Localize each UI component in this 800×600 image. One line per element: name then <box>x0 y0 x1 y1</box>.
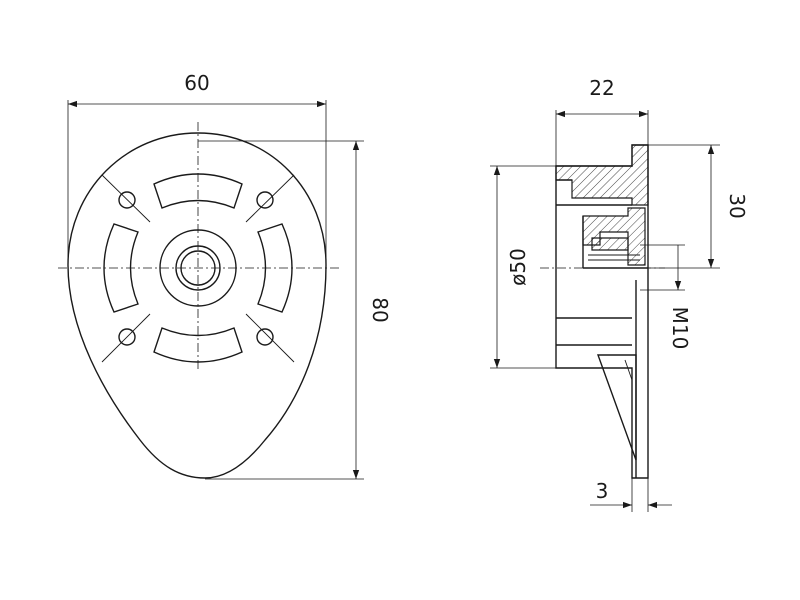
center-bore-outer <box>175 245 221 291</box>
section-hatch-nut <box>591 237 629 251</box>
slot-top <box>153 173 243 209</box>
hole-axis-bl <box>101 313 151 363</box>
dim-thread-label: M10 <box>668 307 692 350</box>
side-view: 22 30 ø50 M10 3 <box>490 76 749 512</box>
hole-axis-tl <box>101 174 151 223</box>
dim-thickness-label: 3 <box>596 479 609 503</box>
screw-hole-bl <box>118 328 136 346</box>
wedge-detail <box>624 359 633 381</box>
center-boss <box>159 229 237 307</box>
slot-left <box>103 223 139 313</box>
dim-width-label: 60 <box>184 71 209 95</box>
screw-hole-tr <box>256 191 274 209</box>
section-hatch-outer <box>555 144 649 206</box>
hole-axis-br <box>245 313 295 363</box>
dim-offset-label: 30 <box>725 193 749 218</box>
side-wedge <box>597 354 637 461</box>
dim-height-label: 80 <box>368 297 392 322</box>
thread-arc <box>183 277 213 286</box>
front-outline <box>67 132 327 479</box>
screw-hole-tl <box>118 191 136 209</box>
dim-depth-label: 22 <box>589 76 614 100</box>
hole-axis-tr <box>245 174 295 223</box>
dim-diameter-label: ø50 <box>506 248 530 286</box>
front-view: 60 80 <box>58 71 392 480</box>
slot-right <box>257 223 293 313</box>
section-hatch-inner <box>582 207 646 266</box>
screw-hole-br <box>256 328 274 346</box>
slot-bottom <box>153 327 243 363</box>
